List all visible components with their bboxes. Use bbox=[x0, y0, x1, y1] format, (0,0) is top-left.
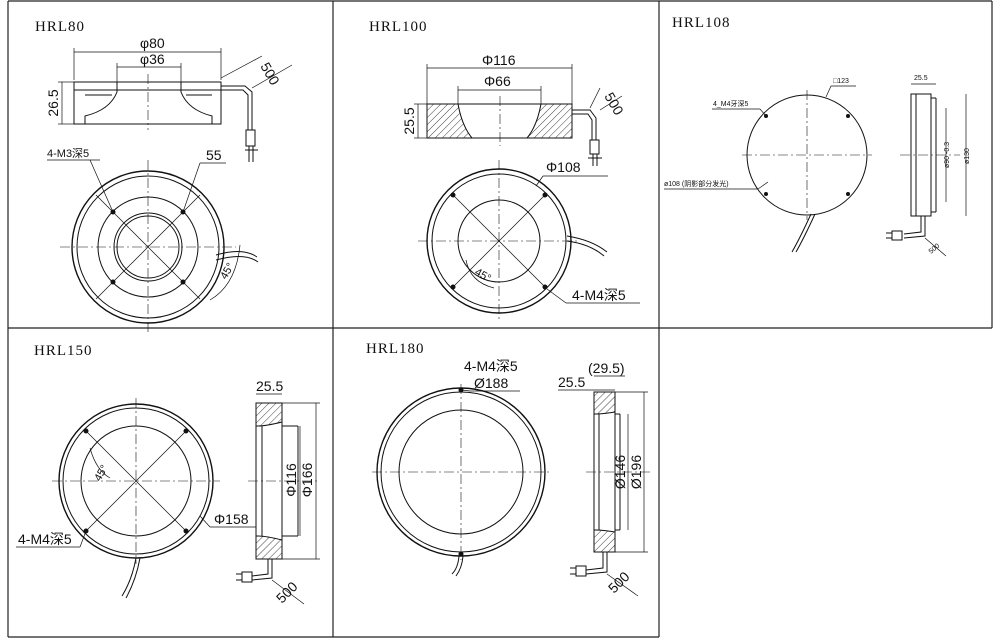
label-pcd: ø108 (阴影部分发光) bbox=[664, 179, 729, 188]
panel-title: HRL108 bbox=[672, 15, 731, 31]
label-square: □123 bbox=[833, 78, 849, 85]
dim-height: 26.5 bbox=[45, 89, 61, 116]
dim-inner-diameter: Φ116 bbox=[283, 463, 299, 497]
label-angle: 45° bbox=[218, 261, 237, 281]
top-view: Φ108 45° 4-M4深5 bbox=[418, 159, 640, 322]
dim-cable-length: 500 bbox=[928, 243, 942, 256]
panel-hrl150: HRL150 45° 4-M4深5 Φ158 25. bbox=[16, 343, 320, 606]
panel-hrl180: HRL180 4-M4深5 Ø188 (29.5) 25.5 bbox=[366, 341, 650, 597]
dim-outer-diameter: Φ166 bbox=[299, 463, 315, 498]
panel-hrl80: HRL80 φ80 φ36 26.5 bbox=[35, 19, 293, 334]
dim-inner-diameter: ø90 -0.3 bbox=[944, 142, 951, 168]
side-view: (29.5) 25.5 Ø146 Ø196 500 bbox=[558, 360, 650, 597]
side-view: φ80 φ36 26.5 500 bbox=[45, 35, 293, 162]
label-angle: 45° bbox=[473, 266, 493, 285]
label-mount-holes: 4-M4深5 bbox=[18, 531, 72, 547]
dim-inner-diameter: φ36 bbox=[140, 51, 165, 67]
label-mount-holes: 4-M4深5 bbox=[464, 358, 518, 374]
panel-title: HRL100 bbox=[369, 19, 428, 35]
panel-title: HRL150 bbox=[34, 343, 93, 359]
panel-hrl100: HRL100 Φ116 Φ66 25.5 500 bbox=[369, 19, 640, 322]
dim-cable-length: 500 bbox=[601, 90, 627, 118]
label-pcd: Ø188 bbox=[474, 375, 508, 391]
label-angle: 45° bbox=[92, 463, 111, 483]
dim-inner-diameter: Ø146 bbox=[612, 455, 628, 489]
top-view: □123 4_M4牙深5 ø108 (阴影部分发光) bbox=[664, 78, 872, 253]
dim-cable-length: 500 bbox=[605, 568, 633, 596]
side-view: 25.5 ø90 -0.3 ø130 500 bbox=[886, 75, 971, 257]
table-grid bbox=[7, 0, 993, 638]
dim-outer-diameter: φ80 bbox=[140, 35, 165, 51]
top-view: 4-M4深5 Ø188 bbox=[372, 358, 550, 577]
side-view: Φ116 Φ66 25.5 500 bbox=[401, 52, 627, 166]
label-mount-holes: 4-M4深5 bbox=[572, 287, 626, 303]
dim-outer-diameter: ø130 bbox=[964, 148, 971, 164]
dim-width: 25.5 bbox=[558, 374, 585, 390]
dim-width: 25.5 bbox=[914, 75, 928, 82]
panel-title: HRL80 bbox=[35, 19, 85, 35]
label-mount-holes: 4_M4牙深5 bbox=[713, 99, 749, 108]
dim-cable-length: 500 bbox=[257, 60, 283, 88]
dim-inner-diameter: Φ66 bbox=[484, 73, 511, 89]
label-mount-holes: 4-M3深5 bbox=[47, 147, 89, 160]
label-pcd: Φ108 bbox=[546, 159, 581, 175]
dim-overall-width: (29.5) bbox=[588, 360, 625, 376]
dim-outer-diameter: Ø196 bbox=[628, 455, 644, 489]
dim-height: 25.5 bbox=[401, 107, 417, 134]
dim-cable-length: 500 bbox=[273, 578, 301, 606]
label-pcd: 55 bbox=[206, 147, 222, 163]
label-pcd: Φ158 bbox=[214, 511, 249, 527]
dim-outer-diameter: Φ116 bbox=[482, 52, 516, 68]
panel-title: HRL180 bbox=[366, 341, 425, 357]
panel-hrl108: HRL108 □123 4_M4牙深5 ø108 (阴影部分发光) 25.5 bbox=[664, 15, 971, 257]
dim-width: 25.5 bbox=[256, 378, 283, 394]
top-view: 4-M3深5 55 45° bbox=[47, 147, 259, 334]
top-view: 45° 4-M4深5 Φ158 bbox=[16, 398, 256, 599]
side-view: 25.5 Φ116 Φ166 500 bbox=[236, 378, 320, 606]
